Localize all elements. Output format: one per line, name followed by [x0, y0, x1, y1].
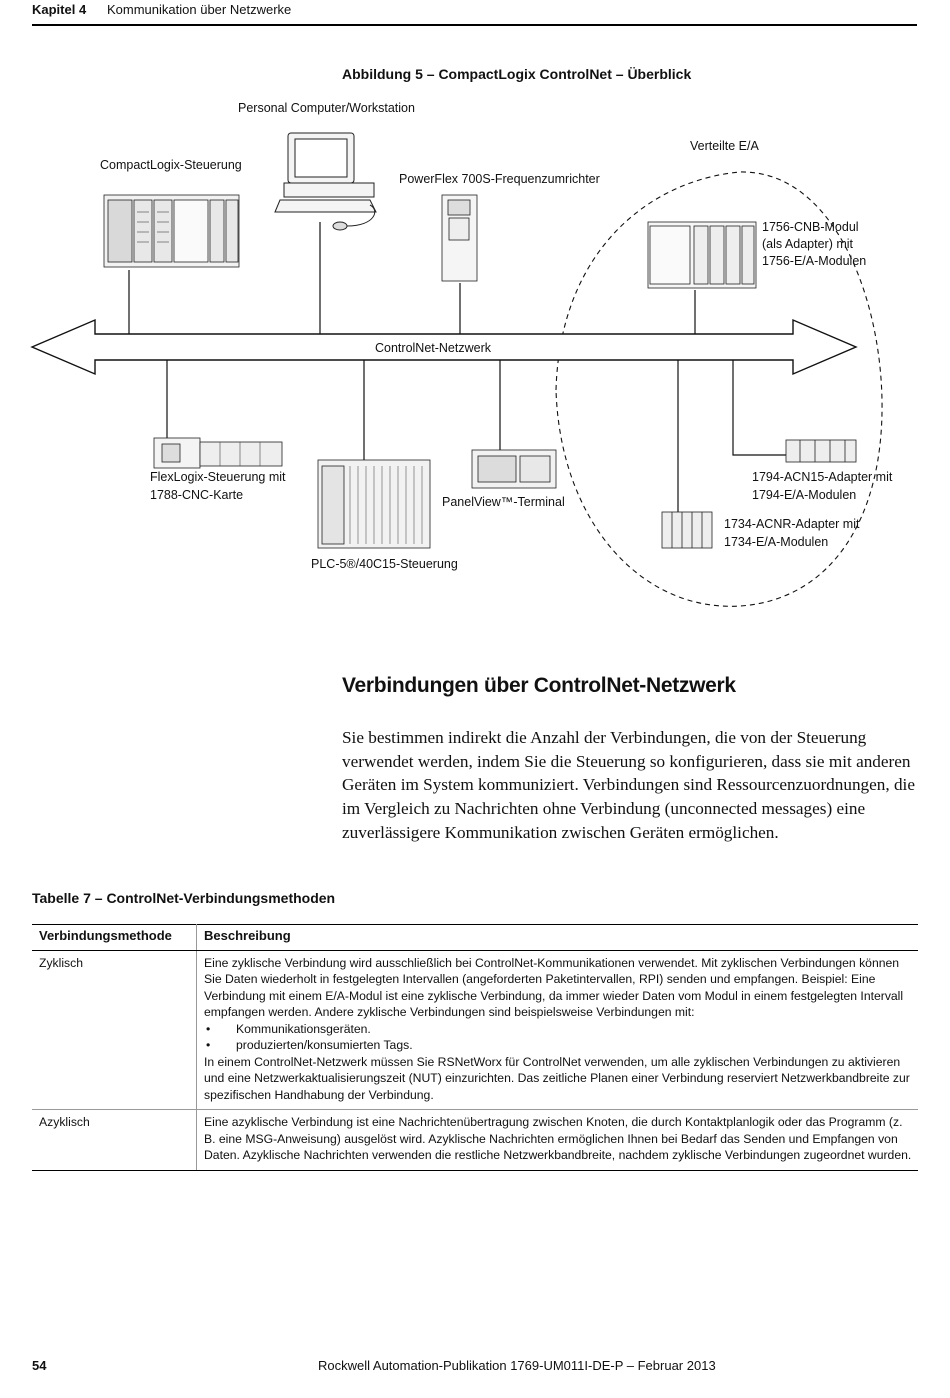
label-powerflex: PowerFlex 700S-Frequenzumrichter: [399, 172, 600, 186]
acn15-adapter-icon: [785, 439, 857, 463]
label-network: ControlNet-Netzwerk: [375, 341, 492, 355]
label-pc: Personal Computer/Workstation: [238, 101, 415, 115]
method-cell: Zyklisch: [32, 950, 197, 1110]
drop-lines-bottom: [166, 360, 786, 512]
description-cell: Eine zyklische Verbindung wird ausschlie…: [196, 950, 918, 1110]
chapter-label: Kapitel 4: [32, 2, 87, 17]
label-panelview: PanelView™-Terminal: [442, 495, 565, 509]
label-cnb-line2: (als Adapter) mit: [762, 237, 854, 251]
description-cell: Eine azyklische Verbindung ist eine Nach…: [196, 1109, 918, 1171]
table-row: Azyklisch Eine azyklische Verbindung ist…: [32, 1109, 918, 1171]
label-flexlogix-line2: 1788-CNC-Karte: [150, 488, 244, 502]
publication-info: Rockwell Automation-Publikation 1769-UM0…: [318, 1358, 716, 1373]
powerflex-drive-icon: [441, 194, 478, 282]
table-header-row: Verbindungsmethode Beschreibung: [32, 924, 918, 951]
personal-computer-icon: [274, 132, 377, 231]
page-number: 54: [32, 1358, 47, 1373]
label-acn15-line2: 1794-E/A-Modulen: [752, 488, 857, 502]
description-paragraph: In einem ControlNet-Netzwerk müssen Sie …: [204, 1054, 910, 1102]
cnb-chassis-icon: [647, 221, 757, 289]
compactlogix-controller-icon: [103, 194, 240, 268]
label-acnr-line1: 1734-ACNR-Adapter mit: [724, 517, 860, 531]
label-acnr-line2: 1734-E/A-Modulen: [724, 535, 829, 549]
description-paragraph: Eine azyklische Verbindung ist eine Nach…: [204, 1115, 912, 1162]
acnr-adapter-icon: [661, 511, 713, 549]
bullet-item: •produzierten/konsumierten Tags.: [206, 1038, 413, 1052]
method-cell: Azyklisch: [32, 1109, 197, 1171]
plc5-controller-icon: [317, 459, 431, 549]
distributed-io-boundary: [555, 171, 883, 607]
label-acn15-line1: 1794-ACN15-Adapter mit: [752, 470, 893, 484]
table-caption: Tabelle 7 – ControlNet-Verbindungsmethod…: [32, 890, 336, 906]
bullet-text: produzierten/konsumierten Tags.: [236, 1038, 413, 1052]
table-row: Zyklisch Eine zyklische Verbindung wird …: [32, 950, 918, 1110]
controlnet-overview-diagram: [30, 132, 883, 607]
connection-methods-table: Verbindungsmethode Beschreibung Zyklisch…: [32, 924, 918, 1171]
chapter-title: Kommunikation über Netzwerke: [107, 2, 292, 17]
label-distributed-io: Verteilte E/A: [690, 139, 759, 153]
figure-caption: Abbildung 5 – CompactLogix ControlNet – …: [342, 66, 692, 82]
drop-lines-top: [128, 222, 696, 334]
label-plc5: PLC-5®/40C15-Steuerung: [311, 557, 458, 571]
section-body: Sie bestimmen indirekt die Anzahl der Ve…: [342, 728, 915, 842]
flexlogix-controller-icon: [153, 437, 283, 469]
label-flexlogix-line1: FlexLogix-Steuerung mit: [150, 470, 286, 484]
section-title: Verbindungen über ControlNet-Netzwerk: [342, 674, 736, 697]
bullet-item: •Kommunikationsgeräten.: [206, 1021, 371, 1036]
label-compactlogix: CompactLogix-Steuerung: [100, 158, 242, 172]
network-arrow: [30, 318, 858, 376]
label-cnb-line3: 1756-E/A-Modulen: [762, 254, 867, 268]
label-cnb-line1: 1756-CNB-Modul: [762, 220, 859, 234]
description-paragraph: Eine zyklische Verbindung wird ausschlie…: [204, 955, 904, 1020]
column-header-method: Verbindungsmethode: [32, 924, 197, 951]
panelview-terminal-icon: [471, 449, 557, 489]
bullet-text: Kommunikationsgeräten.: [236, 1021, 371, 1036]
column-header-description: Beschreibung: [196, 924, 918, 951]
header-rule: [32, 24, 917, 26]
